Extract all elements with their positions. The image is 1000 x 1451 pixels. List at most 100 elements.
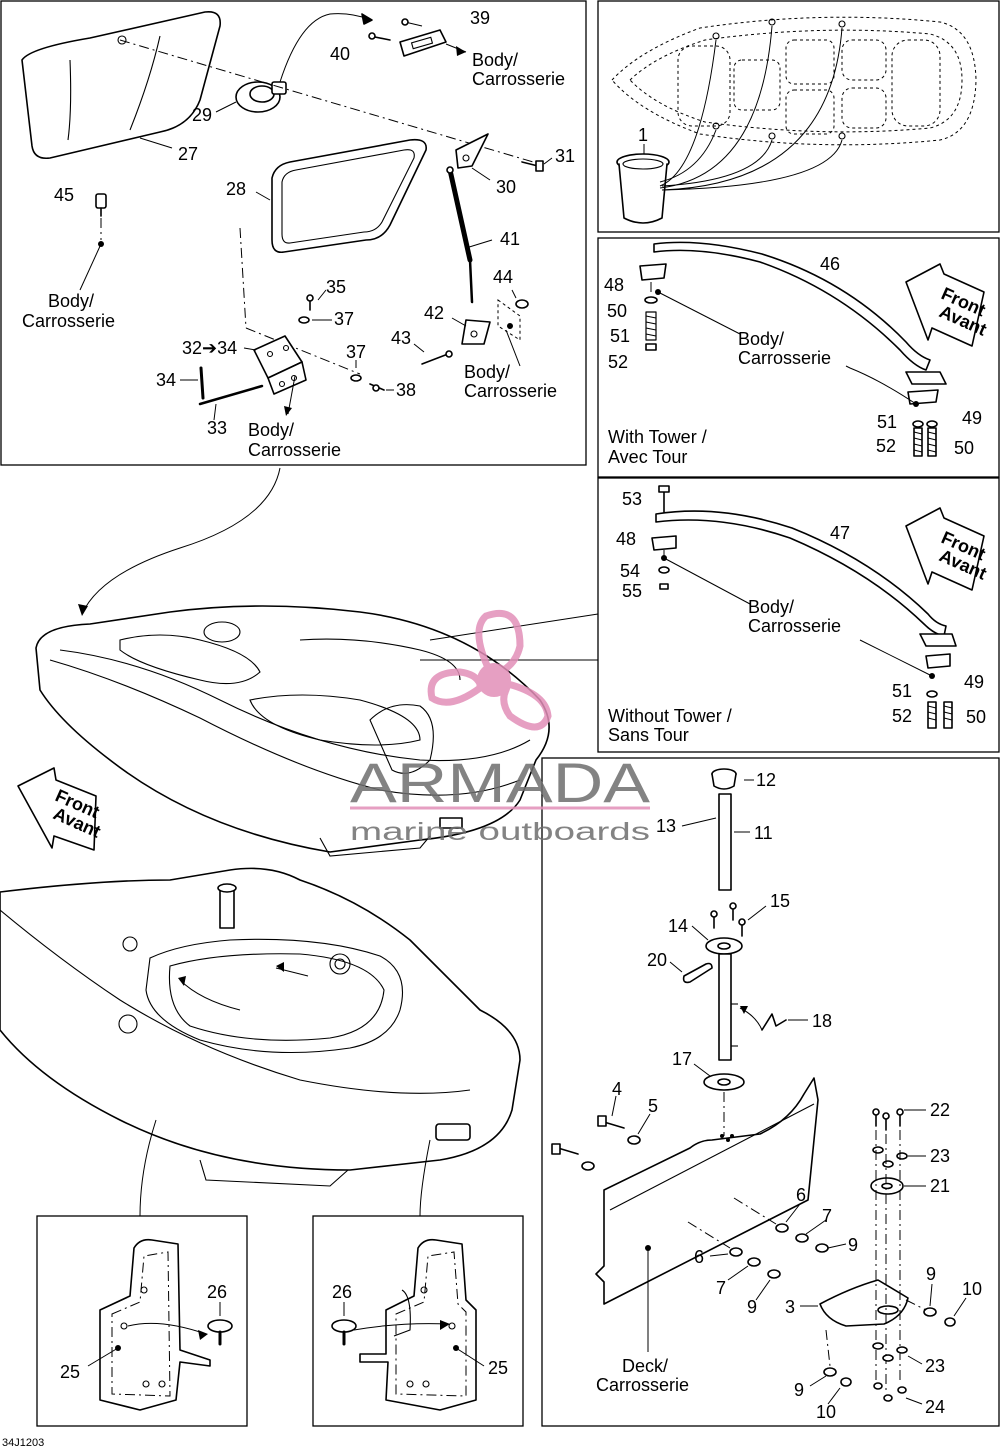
stern-deck-view: [0, 867, 521, 1187]
washers-6-7-9-lower: [687, 1221, 781, 1279]
bracket-30: [455, 133, 489, 169]
diagram-code: 34J1203: [2, 1437, 44, 1449]
callout-51-b: 51: [877, 412, 897, 432]
lock-leader-arrowhead: [361, 13, 373, 25]
label-carrosserie-1: Carrosserie: [472, 69, 565, 89]
screw-38: [369, 383, 385, 392]
spacer-48-no-tower: [651, 535, 677, 551]
label-with-tower-2: Avec Tour: [608, 447, 687, 467]
callout-38: 38: [396, 380, 416, 400]
callout-49-b: 49: [964, 672, 984, 692]
callout-17: 17: [672, 1049, 692, 1069]
washer-44: [515, 299, 529, 309]
screw-53: [658, 485, 670, 513]
bracket-42: [461, 319, 491, 345]
label-carrosserie-5: Carrosserie: [738, 348, 831, 368]
armada-watermark: ARMADA marine outboards: [350, 609, 651, 846]
callout-42: 42: [424, 303, 444, 323]
pin-33: [198, 384, 264, 406]
callout-13: 13: [656, 816, 676, 836]
watermark-accent: [427, 668, 484, 706]
callout-45: 45: [54, 185, 74, 205]
grab-rail-47: [655, 510, 957, 647]
washers-23-lower: [872, 1342, 908, 1362]
label-without-tower-1: Without Tower /: [608, 706, 732, 726]
callout-14: 14: [668, 916, 688, 936]
callout-37-a: 37: [334, 309, 354, 329]
callout-35: 35: [326, 277, 346, 297]
label-with-tower-1: With Tower /: [608, 427, 707, 447]
lock-29: [235, 81, 287, 113]
deck-panel: [595, 1077, 819, 1305]
spacer-49-no-tower: [925, 653, 951, 669]
boat-top-view: [611, 16, 977, 146]
callout-26-a: 26: [207, 1282, 227, 1302]
callout-6-a: 6: [796, 1185, 806, 1205]
hinge-32-34: [253, 335, 307, 395]
base-plate-17: [703, 1073, 745, 1091]
panel-without-tower: [597, 477, 1000, 753]
detail-right-hatch-section: [331, 1238, 477, 1411]
cap-12: [711, 768, 737, 790]
callout-37-b: 37: [346, 342, 366, 362]
body-mount-outline-44: [497, 299, 521, 341]
callout-5: 5: [648, 1096, 658, 1116]
nuts-24: [873, 1382, 907, 1402]
hardware-no-tower-right: [926, 690, 953, 729]
label-body-2: Body/: [48, 291, 94, 311]
callout-9-a: 9: [848, 1235, 858, 1255]
callout-12: 12: [756, 770, 776, 790]
callout-50-b: 50: [954, 438, 974, 458]
propeller-logo: [427, 609, 552, 731]
callout-43: 43: [391, 328, 411, 348]
strike-plate-39: [399, 29, 447, 57]
hardware-tower-right: [912, 420, 938, 457]
label-range-32-34: 32➔34: [182, 338, 237, 358]
callout-31: 31: [555, 146, 575, 166]
callout-54: 54: [620, 561, 640, 581]
bracket-3: [819, 1279, 909, 1327]
callout-39: 39: [470, 8, 490, 28]
spacer-48-tower: [639, 263, 667, 281]
callout-25-a: 25: [60, 1362, 80, 1382]
front-arrow-boat: [17, 767, 97, 851]
callout-1: 1: [638, 125, 648, 145]
label-body-1: Body/: [472, 50, 518, 70]
callout-6-b: 6: [694, 1247, 704, 1267]
label-carrosserie-3: Carrosserie: [464, 381, 557, 401]
callout-48-a: 48: [604, 275, 624, 295]
callout-51-a: 51: [610, 326, 630, 346]
callout-49-a: 49: [962, 408, 982, 428]
label-body-4: Body/: [248, 420, 294, 440]
callout-21: 21: [930, 1176, 950, 1196]
washers-23-upper: [872, 1146, 908, 1168]
callout-29: 29: [192, 105, 212, 125]
pin-43: [421, 350, 453, 365]
label-body-6: Body/: [748, 597, 794, 617]
centerline-hinge: [239, 227, 247, 329]
lock-leader-arrow: [279, 13, 373, 83]
callout-50-c: 50: [966, 707, 986, 727]
boat-perspective-view: [35, 605, 550, 857]
label-carrosserie-2: Carrosserie: [22, 311, 115, 331]
callout-50-a: 50: [607, 301, 627, 321]
detail-left-hatch-section: [99, 1238, 233, 1411]
gas-spring-41: [446, 166, 474, 304]
callout-47: 47: [830, 523, 850, 543]
washers-9-10-right: [905, 1299, 956, 1327]
callout-30: 30: [496, 177, 516, 197]
callout-55: 55: [622, 581, 642, 601]
watermark-accent: [477, 663, 511, 697]
pin-34: [199, 366, 205, 400]
screw-35: [306, 294, 314, 311]
panel-detail-right: [312, 1215, 524, 1427]
screws-15: [710, 902, 746, 937]
washer-37-a: [298, 316, 310, 324]
callout-41: 41: [500, 229, 520, 249]
callout-15: 15: [770, 891, 790, 911]
watermark-tagline: marine outboards: [350, 818, 650, 846]
callout-51-c: 51: [892, 681, 912, 701]
callout-3: 3: [785, 1297, 795, 1317]
callout-34: 34: [156, 370, 176, 390]
